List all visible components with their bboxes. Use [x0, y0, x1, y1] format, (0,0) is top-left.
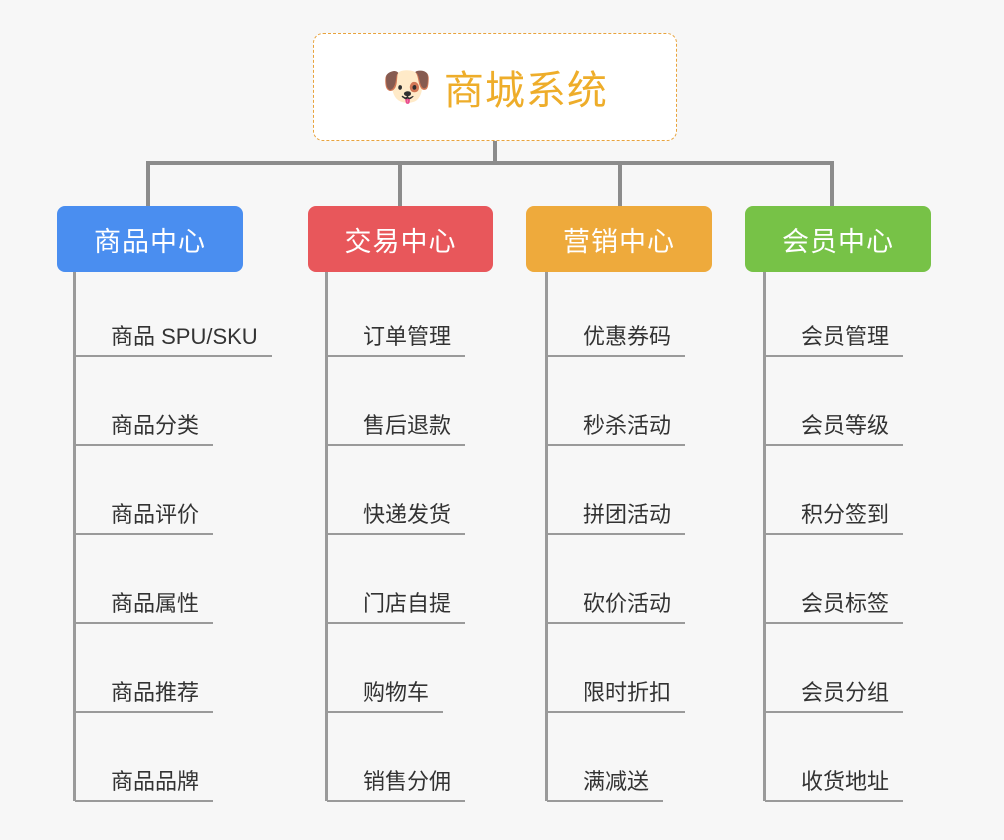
leaf-item-label: 商品评价 [111, 502, 200, 527]
branch-trunk-line [325, 272, 328, 801]
leaf-item-underline [327, 533, 465, 535]
leaf-item-underline [75, 800, 213, 802]
leaf-item-underline [327, 444, 465, 446]
leaf-item-label: 会员等级 [801, 413, 890, 438]
category-box-4[interactable]: 会员中心 [745, 206, 931, 272]
leaf-item-underline [765, 533, 903, 535]
leaf-item-underline [765, 622, 903, 624]
leaf-item-underline [327, 800, 465, 802]
leaf-item-label: 快递发货 [363, 502, 452, 527]
category-drop-connector [618, 161, 622, 208]
category-box-1[interactable]: 商品中心 [57, 206, 243, 272]
leaf-item-label: 商品属性 [111, 591, 200, 616]
leaf-item-label: 砍价活动 [583, 591, 672, 616]
category-box-2[interactable]: 交易中心 [308, 206, 493, 272]
category-box-3[interactable]: 营销中心 [526, 206, 712, 272]
leaf-item-underline [547, 800, 663, 802]
leaf-item-label: 订单管理 [363, 324, 452, 349]
leaf-item-label: 优惠券码 [583, 324, 672, 349]
root-stem-connector [493, 141, 497, 164]
leaf-item-label: 秒杀活动 [583, 413, 672, 438]
leaf-item-underline [75, 533, 213, 535]
category-label: 商品中心 [94, 226, 206, 257]
leaf-item-underline [327, 355, 465, 357]
leaf-item-underline [547, 622, 685, 624]
category-bus-connector [148, 161, 834, 165]
leaf-item-underline [75, 711, 213, 713]
leaf-item-underline [327, 711, 443, 713]
branch-trunk-line [545, 272, 548, 801]
category-label: 营销中心 [563, 226, 675, 257]
category-drop-connector [830, 161, 834, 208]
leaf-item-label: 商品品牌 [111, 769, 200, 794]
leaf-item-label: 门店自提 [363, 591, 452, 616]
leaf-item-label: 会员分组 [801, 680, 890, 705]
root-node-title: 商城系统 [443, 69, 608, 113]
shiba-dog-emoji-icon: 🐶 [382, 65, 432, 109]
leaf-item-label: 会员标签 [801, 591, 890, 616]
root-node[interactable]: 🐶 商城系统 [313, 33, 677, 141]
leaf-item-underline [547, 533, 685, 535]
leaf-item-underline [547, 355, 685, 357]
leaf-item-underline [75, 444, 213, 446]
leaf-item-label: 拼团活动 [583, 502, 672, 527]
leaf-item-label: 售后退款 [363, 413, 452, 438]
leaf-item-label: 满减送 [583, 769, 650, 794]
category-drop-connector [146, 161, 150, 208]
category-label: 交易中心 [344, 226, 457, 257]
leaf-item-underline [765, 355, 903, 357]
leaf-item-underline [765, 800, 903, 802]
leaf-item-underline [765, 711, 903, 713]
leaf-item-underline [75, 355, 272, 357]
leaf-item-underline [75, 622, 213, 624]
branch-trunk-line [763, 272, 766, 801]
leaf-item-label: 购物车 [363, 680, 430, 705]
branch-trunk-line [73, 272, 76, 801]
leaf-item-underline [547, 444, 685, 446]
leaf-item-label: 销售分佣 [363, 769, 452, 794]
leaf-item-label: 限时折扣 [583, 680, 672, 705]
leaf-item-label: 会员管理 [801, 324, 890, 349]
leaf-item-underline [327, 622, 465, 624]
category-drop-connector [398, 161, 402, 208]
category-label: 会员中心 [782, 226, 894, 257]
leaf-item-label: 商品分类 [111, 413, 200, 438]
leaf-item-label: 商品推荐 [111, 680, 200, 705]
leaf-item-label: 积分签到 [801, 502, 890, 527]
leaf-item-label: 商品 SPU/SKU [111, 324, 258, 349]
leaf-item-label: 收货地址 [801, 769, 890, 794]
leaf-item-underline [547, 711, 685, 713]
leaf-item-underline [765, 444, 903, 446]
